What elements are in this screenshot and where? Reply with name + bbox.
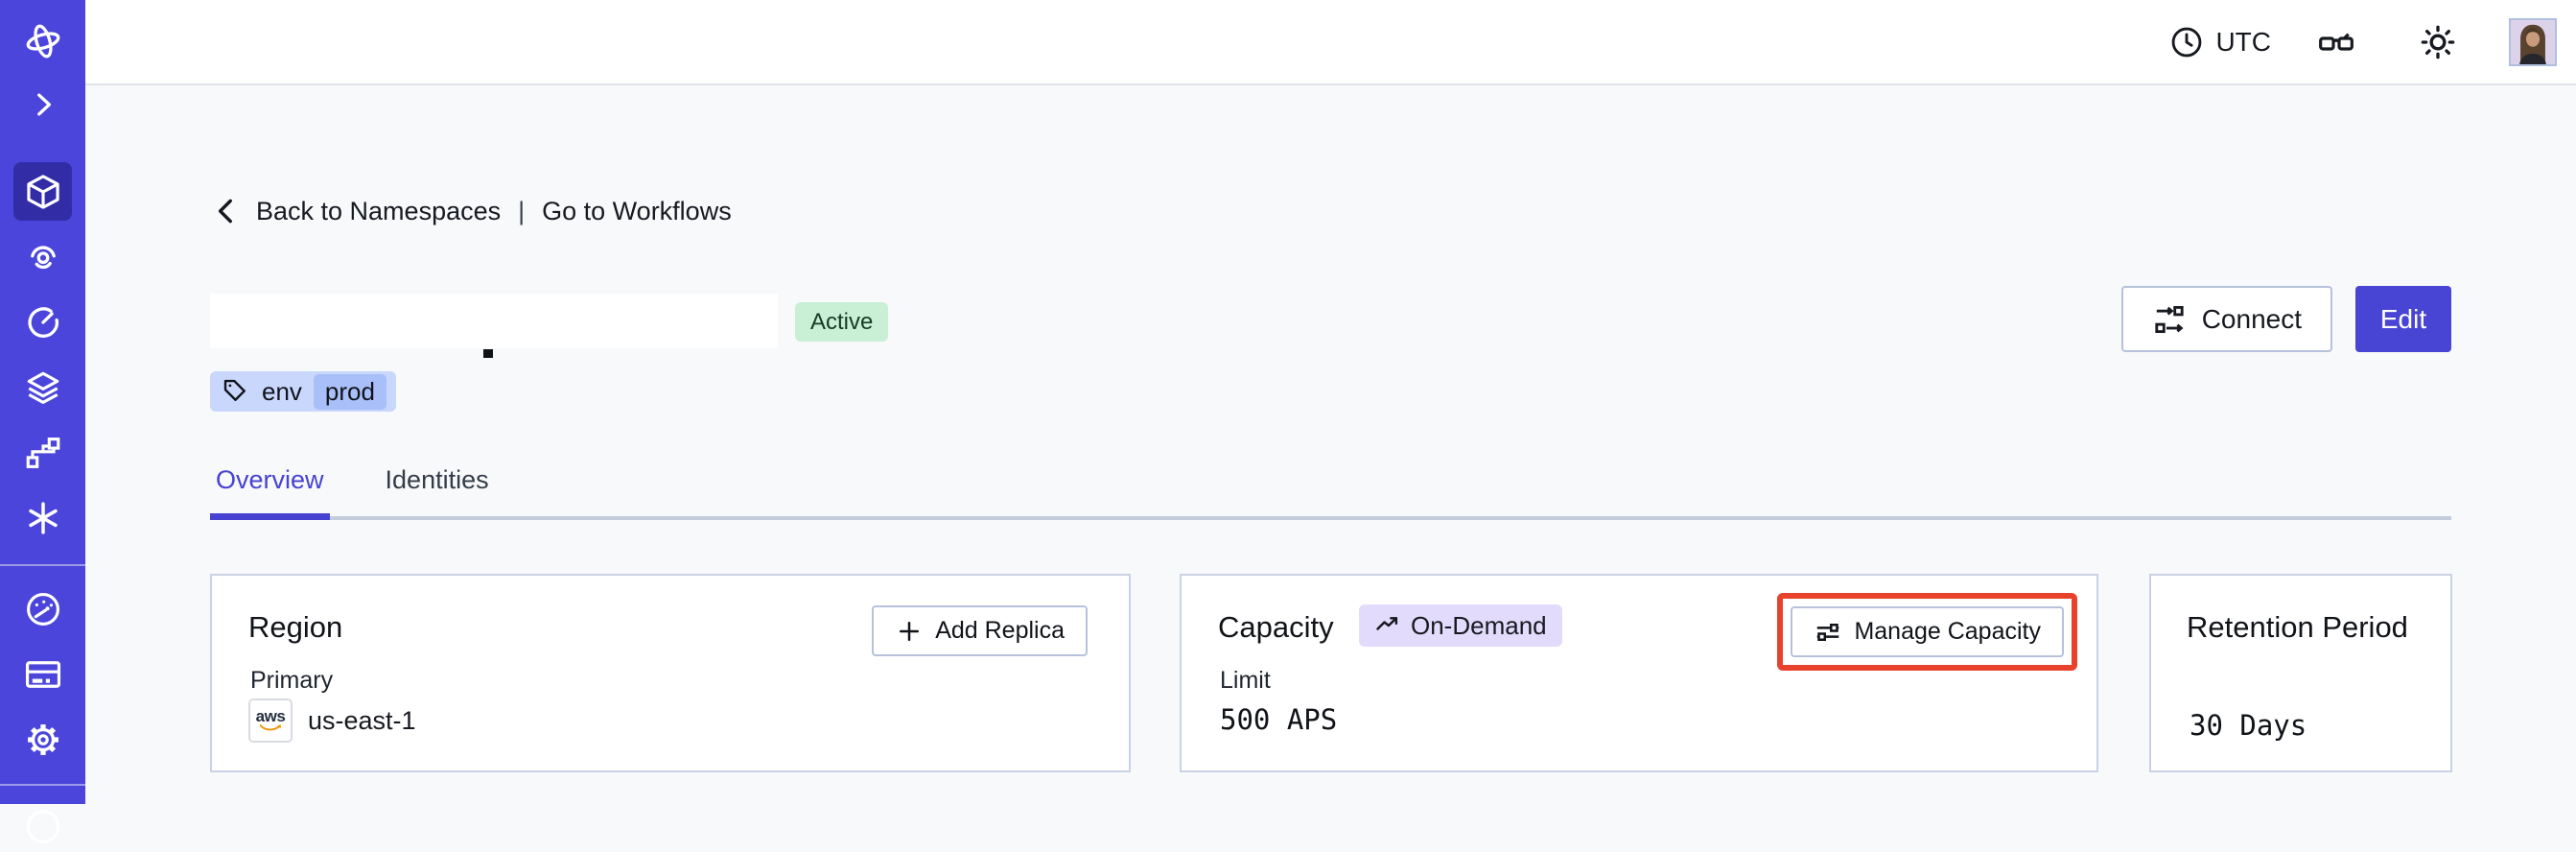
avatar-image bbox=[2511, 19, 2555, 64]
manage-capacity-button[interactable]: Manage Capacity bbox=[1791, 606, 2064, 657]
on-demand-label: On-Demand bbox=[1411, 610, 1547, 640]
asterisk-icon bbox=[28, 501, 58, 534]
connect-icon bbox=[2155, 305, 2184, 333]
sidebar-item-billing[interactable] bbox=[13, 645, 72, 703]
back-chevron-icon[interactable] bbox=[210, 195, 243, 227]
breadcrumb: Back to Namespaces | Go to Workflows bbox=[210, 195, 732, 227]
sidebar-item-settings[interactable] bbox=[13, 710, 72, 769]
sidebar-divider bbox=[0, 784, 85, 786]
sidebar-item-help[interactable] bbox=[13, 793, 72, 852]
add-replica-label: Add Replica bbox=[935, 617, 1065, 644]
sidebar-expand-chevron-icon[interactable] bbox=[13, 75, 72, 133]
aws-logo-icon: aws bbox=[248, 698, 293, 743]
layers-icon bbox=[27, 371, 59, 404]
timezone-label: UTC bbox=[2215, 26, 2271, 57]
region-value: us-east-1 bbox=[308, 705, 416, 735]
sidebar-item-usage[interactable] bbox=[13, 580, 72, 638]
sidebar-item-workflows[interactable] bbox=[13, 227, 72, 286]
cube-icon bbox=[26, 174, 59, 209]
manage-capacity-label: Manage Capacity bbox=[1854, 618, 2041, 645]
tab-identities[interactable]: Identities bbox=[385, 465, 489, 494]
tab-overview[interactable]: Overview bbox=[210, 465, 330, 520]
gauge-icon bbox=[26, 592, 59, 626]
limit-label: Limit bbox=[1220, 667, 1271, 694]
tag-key: env bbox=[262, 376, 302, 406]
namespace-tag: env prod bbox=[210, 371, 396, 412]
retention-card: Retention Period 30 Days bbox=[2149, 574, 2452, 772]
sidebar-item-nexus[interactable] bbox=[13, 488, 72, 547]
capacity-card: Capacity On-Demand Manage Capacity Limit… bbox=[1180, 574, 2098, 772]
namespace-title-dot bbox=[483, 349, 493, 358]
user-avatar[interactable] bbox=[2509, 17, 2557, 66]
main-content: Back to Namespaces | Go to Workflows Act… bbox=[85, 85, 2576, 804]
region-card-title: Region bbox=[248, 610, 343, 644]
gear-icon bbox=[27, 723, 59, 755]
clock-icon bbox=[2172, 27, 2202, 57]
edit-button[interactable]: Edit bbox=[2355, 286, 2451, 352]
clock-retry-icon bbox=[27, 306, 59, 338]
header-actions: Connect Edit bbox=[2120, 286, 2451, 352]
breadcrumb-separator: | bbox=[518, 196, 526, 225]
plus-icon bbox=[900, 621, 920, 641]
tab-bar: Overview Identities bbox=[210, 465, 2451, 520]
sidebar bbox=[0, 0, 85, 843]
credit-card-icon bbox=[25, 660, 60, 688]
circle-icon bbox=[26, 809, 59, 843]
manage-capacity-highlight: Manage Capacity bbox=[1777, 593, 2077, 671]
aws-smile bbox=[259, 723, 281, 730]
sidebar-item-namespaces[interactable] bbox=[13, 162, 72, 221]
glasses-icon bbox=[2319, 33, 2354, 51]
region-card: Region Add Replica Primary aws us-east-1 bbox=[210, 574, 1131, 772]
retention-card-title: Retention Period bbox=[2187, 610, 2408, 644]
sidebar-item-schedules[interactable] bbox=[13, 293, 72, 351]
theme-toggle-button[interactable] bbox=[2417, 21, 2459, 63]
pipeline-icon bbox=[26, 437, 59, 468]
topbar: UTC bbox=[85, 0, 2576, 85]
retention-value: 30 Days bbox=[2190, 709, 2307, 742]
back-to-namespaces-link[interactable]: Back to Namespaces bbox=[256, 196, 502, 225]
status-badge: Active bbox=[795, 302, 889, 342]
primary-label: Primary bbox=[250, 667, 334, 694]
primary-region-row: aws us-east-1 bbox=[248, 698, 416, 743]
sidebar-divider bbox=[0, 564, 85, 566]
sliders-icon bbox=[1817, 623, 1839, 641]
namespace-title-redacted bbox=[210, 294, 778, 348]
tag-value: prod bbox=[313, 373, 386, 410]
go-to-workflows-link[interactable]: Go to Workflows bbox=[542, 196, 732, 225]
capacity-card-title: Capacity bbox=[1218, 610, 1334, 644]
sidebar-item-batch-operations[interactable] bbox=[13, 423, 72, 482]
reader-mode-button[interactable] bbox=[2315, 21, 2357, 63]
trending-up-icon bbox=[1376, 617, 1398, 630]
temporal-logo-icon[interactable] bbox=[13, 12, 72, 70]
sun-icon bbox=[2421, 25, 2455, 59]
timezone-selector[interactable]: UTC bbox=[2169, 25, 2271, 59]
add-replica-button[interactable]: Add Replica bbox=[872, 605, 1088, 656]
aws-word: aws bbox=[255, 706, 286, 725]
tag-icon bbox=[223, 379, 246, 401]
sidebar-item-deployments[interactable] bbox=[13, 358, 72, 416]
connect-button[interactable]: Connect bbox=[2120, 286, 2332, 352]
connect-button-label: Connect bbox=[2201, 303, 2302, 334]
limit-value: 500 APS bbox=[1220, 703, 1338, 736]
spiral-icon bbox=[30, 245, 56, 269]
on-demand-badge: On-Demand bbox=[1359, 604, 1562, 647]
